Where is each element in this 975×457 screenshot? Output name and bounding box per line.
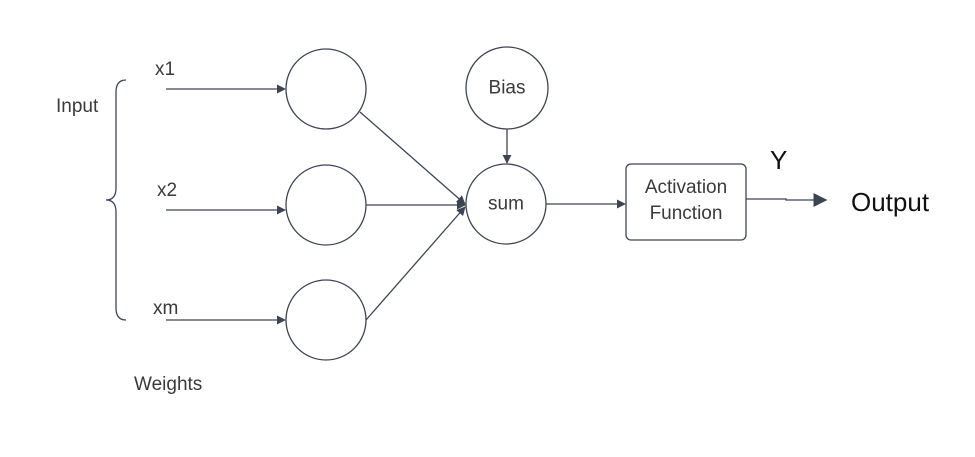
- input-brace: [105, 79, 127, 321]
- activation-function-box: [625, 163, 747, 241]
- weight-m-to-sum-arrow: [365, 206, 466, 321]
- output-label: Output: [851, 187, 930, 217]
- weight-node-1: [285, 48, 367, 130]
- weight-node-2: [285, 164, 367, 246]
- xm-label: xm: [153, 298, 179, 319]
- activation-label-line1: Activation: [644, 177, 728, 198]
- x1-label: x1: [155, 59, 176, 80]
- output-arrow: [746, 193, 828, 207]
- weight-1-to-sum-arrow: [359, 111, 466, 205]
- bias-label: Bias: [488, 77, 526, 99]
- weights-label: Weights: [134, 374, 203, 395]
- sum-label: sum: [488, 193, 524, 215]
- activation-label-line2: Function: [649, 203, 723, 224]
- weight-node-m: [285, 279, 367, 361]
- y-label: Y: [770, 145, 788, 175]
- x2-label: x2: [157, 180, 178, 201]
- input-label: Input: [56, 96, 99, 117]
- activation-function-label: Activation Function: [627, 175, 745, 227]
